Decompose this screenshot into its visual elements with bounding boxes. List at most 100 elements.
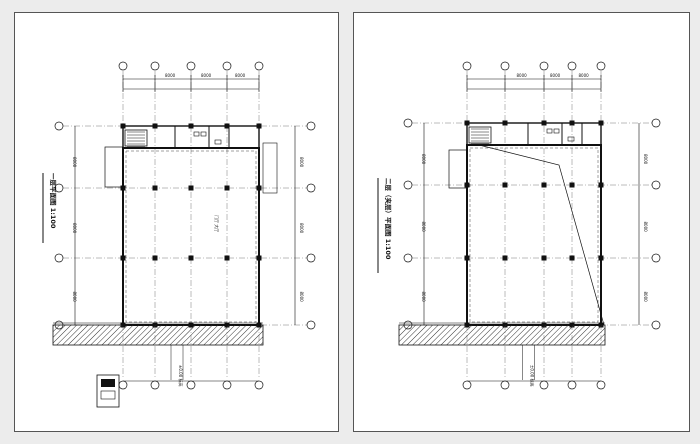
sink-fixture — [214, 139, 222, 145]
entrance-canopy — [448, 149, 468, 189]
axis-bubble-left — [403, 253, 413, 263]
axis-bubble-bottom — [539, 380, 549, 390]
column — [464, 120, 470, 126]
column — [188, 255, 194, 261]
sink-fixture — [567, 136, 575, 142]
axis-bubble-top — [150, 61, 160, 71]
column — [152, 185, 158, 191]
axis-bubble-top — [254, 61, 264, 71]
drawing-sheet-2: 8000 8000 8000 8000 8000 8000 8000 8000 8000 二层（夹… — [353, 12, 690, 432]
column — [569, 255, 575, 261]
axis-bubble-right — [306, 320, 316, 330]
column — [152, 255, 158, 261]
axis-bubble-bottom — [462, 380, 472, 390]
axis-bubble-right — [651, 180, 661, 190]
axis-bubble-top — [118, 61, 128, 71]
axis-bubble-bottom — [118, 380, 128, 390]
column — [224, 255, 230, 261]
axis-bubble-top — [186, 61, 196, 71]
axis-bubble-bottom — [567, 380, 577, 390]
toilet-fixture — [553, 128, 560, 134]
axis-bubble-bottom — [596, 380, 606, 390]
column — [256, 185, 262, 191]
axis-bubble-bottom — [186, 380, 196, 390]
dimension-text-right: 8000 — [643, 292, 648, 303]
legend-swatch — [100, 390, 116, 400]
room-label: 门厅 大厅 — [214, 215, 220, 232]
toilet-fixture — [193, 131, 200, 137]
column — [120, 123, 126, 129]
hatched-slab — [52, 324, 264, 346]
stair-room — [124, 129, 148, 147]
column — [188, 185, 194, 191]
dimension-text-top: 8000 — [550, 73, 561, 78]
entrance-canopy — [104, 146, 124, 188]
column — [541, 120, 547, 126]
dimension-text-top: 8000 — [517, 73, 528, 78]
column — [224, 185, 230, 191]
axis-bubble-bottom — [500, 380, 510, 390]
legend-block — [96, 374, 120, 408]
axis-bubble-top — [500, 61, 510, 71]
dimension-text-left: 8000 — [421, 292, 426, 303]
column — [502, 182, 508, 188]
bottom-note: ±0.00 标高 — [530, 365, 536, 387]
axis-bubble-left — [54, 121, 64, 131]
axis-bubble-bottom — [254, 380, 264, 390]
dimension-text-left: 8000 — [72, 292, 77, 303]
column — [152, 123, 158, 129]
axis-bubble-top — [567, 61, 577, 71]
axis-bubble-top — [539, 61, 549, 71]
column — [464, 255, 470, 261]
axis-bubble-right — [306, 253, 316, 263]
column — [598, 182, 604, 188]
column — [120, 255, 126, 261]
column — [598, 255, 604, 261]
axis-bubble-top — [462, 61, 472, 71]
axis-bubble-bottom — [150, 380, 160, 390]
axis-bubble-left — [403, 118, 413, 128]
bottom-note: ±0.00 标高 — [178, 365, 184, 387]
axis-bubble-right — [651, 253, 661, 263]
dimension-text-right: 8000 — [299, 292, 304, 303]
window-line — [469, 147, 599, 323]
stair-room — [468, 126, 492, 144]
axis-bubble-right — [651, 118, 661, 128]
floor-plan-2: 8000 8000 8000 8000 8000 8000 8000 8000 8000 二层（夹… — [377, 61, 661, 390]
service-strip — [466, 122, 602, 146]
axis-bubble-left — [54, 183, 64, 193]
dimension-text-right: 8000 — [299, 223, 304, 234]
column — [256, 255, 262, 261]
dimension-text-right: 8000 — [299, 157, 304, 168]
column — [502, 255, 508, 261]
dimension-text-right: 8000 — [643, 222, 648, 233]
dimension-text-left: 8000 — [421, 222, 426, 233]
axis-bubble-right — [306, 121, 316, 131]
column — [569, 182, 575, 188]
column — [541, 182, 547, 188]
column — [598, 120, 604, 126]
axis-bubble-top — [596, 61, 606, 71]
dimension-text-right: 8000 — [643, 154, 648, 165]
dimension-text-top: 8000 — [235, 73, 246, 78]
column — [224, 123, 230, 129]
column — [541, 255, 547, 261]
dimension-text-left: 8000 — [421, 154, 426, 165]
window-line — [125, 150, 257, 323]
plan-title: 一层平面图 1:100 — [49, 173, 58, 229]
dimension-text-top: 8000 — [579, 73, 590, 78]
ramp-outline — [478, 144, 605, 326]
dimension-text-top: 8000 — [165, 73, 176, 78]
dimension-text-left: 8000 — [72, 223, 77, 234]
plan-title: 二层（夹层）平面图 1:100 — [384, 178, 393, 260]
toilet-fixture — [546, 128, 553, 134]
axis-bubble-left — [54, 253, 64, 263]
legend-swatch — [101, 379, 115, 387]
hatched-slab — [398, 324, 606, 346]
dimension-text-left: 8000 — [72, 157, 77, 168]
column — [256, 123, 262, 129]
column — [502, 120, 508, 126]
axis-bubble-right — [306, 183, 316, 193]
